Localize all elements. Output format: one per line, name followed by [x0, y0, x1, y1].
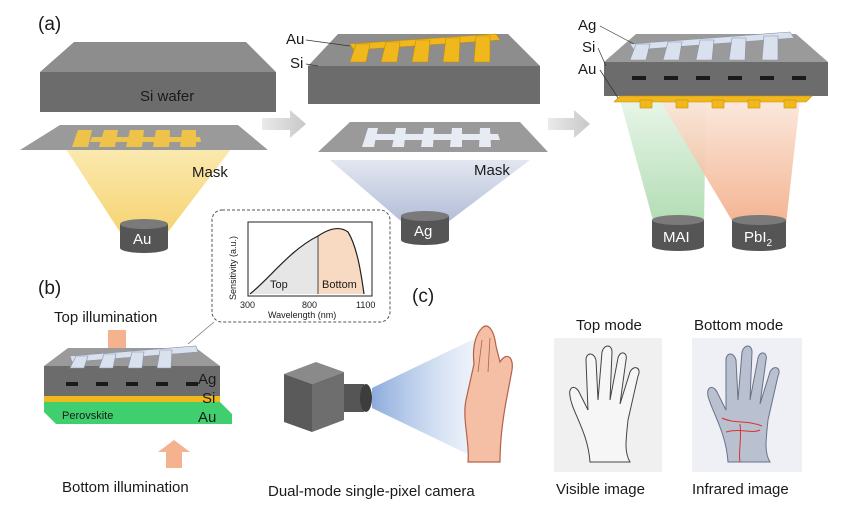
step2-au-fingers: [349, 33, 501, 63]
infrared-vein-1: [721, 417, 763, 427]
step1-group: Mask Si wafer Au: [20, 42, 276, 253]
step2-beam: [330, 160, 530, 222]
process-arrow-2: [548, 110, 590, 138]
bottom-illumination-arrow: [158, 440, 190, 468]
step2-si-label: Si: [290, 55, 303, 72]
step1-source-label: Au: [133, 231, 151, 248]
camera-caption: Dual-mode single-pixel camera: [268, 483, 475, 500]
inset-xtick-1: 800: [302, 300, 317, 310]
inset-region-top: [250, 236, 318, 294]
step3-source-pbi: PbI2: [732, 215, 786, 251]
step3-au-fingers: [613, 95, 813, 109]
hand-outline: [464, 325, 513, 463]
step1-wafer-label: Si wafer: [140, 88, 194, 105]
top-illumination-label: Top illumination: [54, 309, 157, 326]
step3-source-mai: MAI: [652, 215, 704, 251]
perovskite-label: Perovskite: [62, 410, 113, 422]
infrared-image-caption: Infrared image: [692, 481, 789, 498]
inset-region-top-label: Top: [270, 279, 288, 291]
step2-si-leader: [305, 63, 319, 67]
step1-beam: [60, 140, 238, 232]
step3-mai-label: MAI: [663, 229, 690, 246]
process-arrow-1: [262, 110, 306, 138]
step1-mask-openings: [72, 130, 201, 147]
step3-group: Ag Si Au MAI PbI2: [578, 17, 828, 251]
step3-ag-leader: [599, 25, 635, 45]
camera-lens: [344, 384, 364, 412]
visible-image-caption: Visible image: [556, 481, 645, 498]
device-contact-ticks: [66, 382, 198, 386]
bottom-mode-title: Bottom mode: [694, 317, 783, 334]
inset-xlabel: Wavelength (nm): [268, 310, 336, 320]
device-au-label: Au: [198, 409, 216, 426]
step3-beam-pbi: [660, 100, 800, 224]
step3-si-label: Si: [582, 39, 595, 56]
camera-body-front: [284, 374, 312, 432]
infrared-image-hand: [707, 345, 780, 463]
hand-finger-line-2: [487, 337, 491, 373]
device-au-layer: [44, 396, 220, 402]
step3-pbi-label: PbI2: [744, 229, 773, 249]
infrared-vein-2: [725, 429, 761, 433]
inset-pointer: [187, 321, 215, 345]
inset-xtick-0: 300: [240, 300, 255, 310]
visible-image-hand: [569, 345, 640, 463]
step3-wafer-front: [604, 62, 828, 96]
step2-source: Ag: [401, 211, 449, 245]
step3-au-leader: [599, 69, 619, 99]
inset-curve: [249, 227, 365, 295]
result-top: Top mode Visible image: [554, 317, 662, 498]
inset-box: Top Bottom Sensitivity (a.u.) 300 800 11…: [211, 209, 391, 323]
step1-wafer-front: [40, 72, 276, 112]
device-perovskite-layer: [44, 402, 232, 424]
step3-au-label: Au: [578, 61, 596, 78]
hand-finger-line-1: [477, 339, 483, 373]
step1-mask-label: Mask: [192, 164, 228, 181]
step2-mask-label: Mask: [474, 162, 510, 179]
camera-body-side: [312, 372, 344, 432]
step2-au-label: Au: [286, 31, 304, 48]
step1-wafer-top: [40, 42, 276, 72]
step2-wafer-front: [308, 66, 540, 104]
step2-au-leader: [305, 39, 351, 47]
step1-source: Au: [120, 219, 168, 253]
camera-group: Dual-mode single-pixel camera: [268, 325, 513, 500]
bottom-illumination-label: Bottom illumination: [62, 479, 189, 496]
step3-pbi-main: PbI: [744, 229, 767, 246]
panel-label-b: (b): [38, 278, 61, 299]
infrared-vein-3: [738, 423, 742, 463]
step3-contact-ticks: [632, 76, 806, 80]
inset-xtick-2: 1100: [356, 300, 375, 310]
step2-group: Mask Au Si Ag: [286, 31, 548, 245]
device-front-face: [44, 366, 220, 396]
device-group: Top illumination Perovskite Ag Si Au Bot…: [44, 309, 232, 496]
camera-body-top: [284, 362, 344, 384]
step3-ag-label: Ag: [578, 17, 596, 34]
step3-pbi-sub: 2: [767, 238, 773, 249]
step2-source-label: Ag: [414, 223, 432, 240]
step3-ag-fingers: [629, 31, 795, 61]
device-ag-label: Ag: [198, 371, 216, 388]
inset-ylabel: Sensitivity (a.u.): [228, 236, 238, 300]
inset-region-bottom: [318, 228, 364, 294]
inset-region-bottom-label: Bottom: [322, 279, 357, 291]
result-bottom: Bottom mode Infrared image: [692, 317, 802, 498]
top-mode-title: Top mode: [576, 317, 642, 334]
panel-label-a: (a): [38, 14, 61, 35]
device-ag-fingers: [69, 345, 199, 369]
camera-lens-front: [360, 384, 372, 412]
step3-si-leader: [597, 47, 607, 67]
panel-label-c: (c): [412, 286, 434, 307]
device-si-label: Si: [202, 390, 215, 407]
step2-mask-openings: [362, 128, 500, 147]
camera-beam: [372, 336, 480, 460]
